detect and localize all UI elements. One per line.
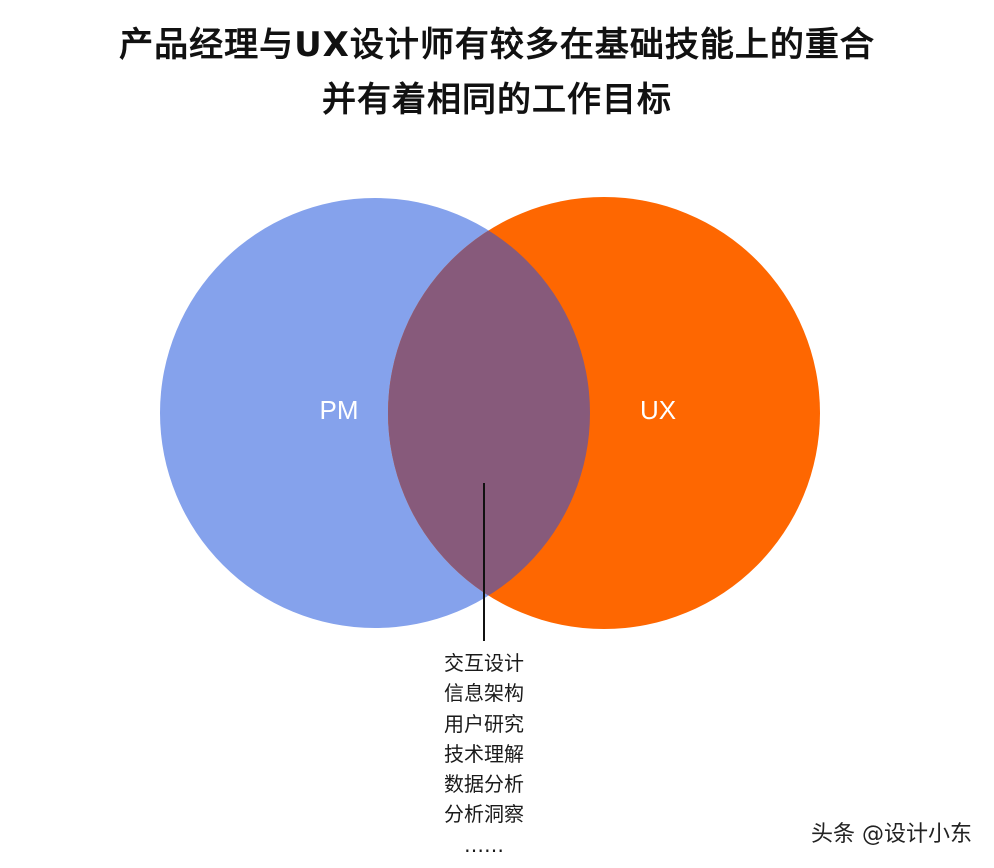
overlap-skills-list: 交互设计 信息架构 用户研究 技术理解 数据分析 分析洞察 …… xyxy=(434,648,534,860)
skill-item: 交互设计 xyxy=(444,651,524,675)
ux-label: UX xyxy=(639,395,677,425)
skill-item: 用户研究 xyxy=(444,711,524,736)
skill-item: …… xyxy=(464,832,504,857)
skill-item: 分析洞察 xyxy=(444,802,524,827)
overlap-region xyxy=(388,198,590,628)
skill-item: 数据分析 xyxy=(444,772,524,797)
page-subtitle: 并有着相同的工作目标 xyxy=(322,80,672,120)
skill-item: 信息架构 xyxy=(444,681,524,706)
watermark: 头条 @设计小东 xyxy=(811,822,972,847)
page-title: 产品经理与UX设计师有较多在基础技能上的重合 xyxy=(119,25,875,65)
pm-label: PM xyxy=(319,395,359,425)
skill-item: 技术理解 xyxy=(444,741,524,766)
